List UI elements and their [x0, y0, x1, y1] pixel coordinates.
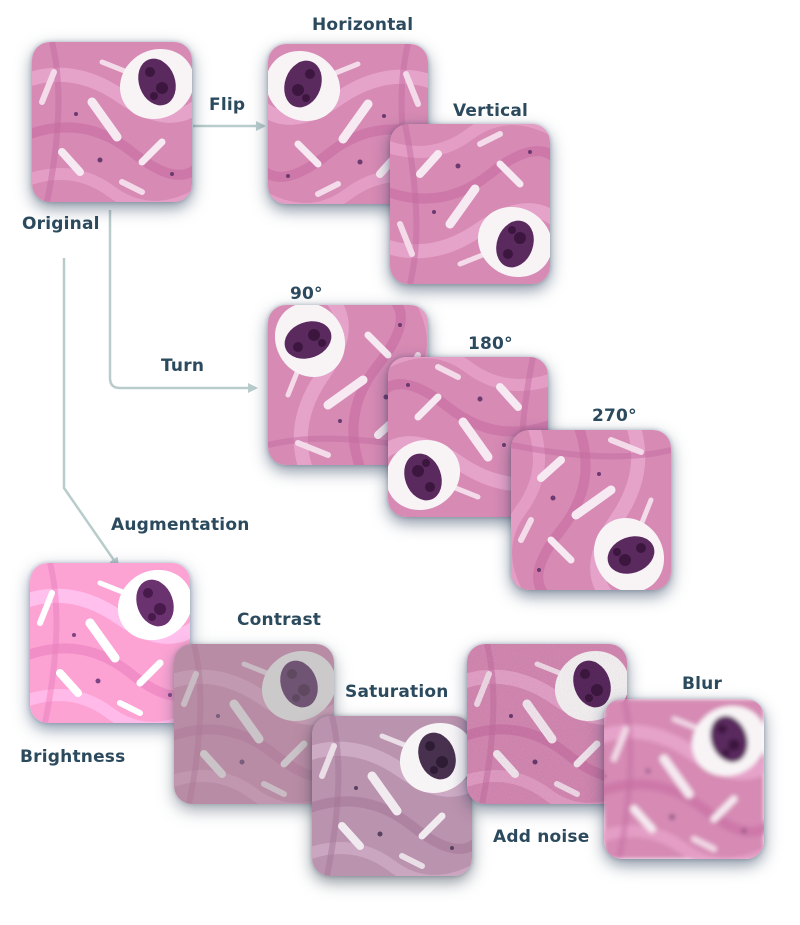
label-turn: Turn: [161, 356, 205, 376]
augmentation-arrow: [62, 258, 120, 568]
saturation-image: [312, 716, 472, 876]
label-flip: Flip: [209, 95, 246, 115]
label-blur: Blur: [682, 674, 723, 694]
label-270-degrees: 270°: [592, 406, 637, 426]
vertical-flip-image: [390, 124, 550, 284]
turn-arrow: [108, 210, 258, 393]
label-saturation: Saturation: [345, 682, 449, 702]
label-add-noise: Add noise: [493, 827, 590, 847]
turn-270-image: [511, 430, 671, 590]
add-noise-image: [467, 644, 627, 804]
label-original: Original: [22, 214, 100, 234]
contrast-image: [174, 644, 334, 804]
label-vertical: Vertical: [453, 101, 529, 121]
label-180-degrees: 180°: [468, 334, 513, 354]
brightness-image: [30, 563, 190, 723]
label-horizontal: Horizontal: [312, 15, 414, 35]
label-90-degrees: 90°: [290, 284, 323, 304]
original-image: [32, 42, 192, 202]
label-augmentation: Augmentation: [111, 515, 250, 535]
label-contrast: Contrast: [237, 610, 322, 630]
blur-image: [604, 699, 764, 859]
label-brightness: Brightness: [20, 747, 126, 767]
